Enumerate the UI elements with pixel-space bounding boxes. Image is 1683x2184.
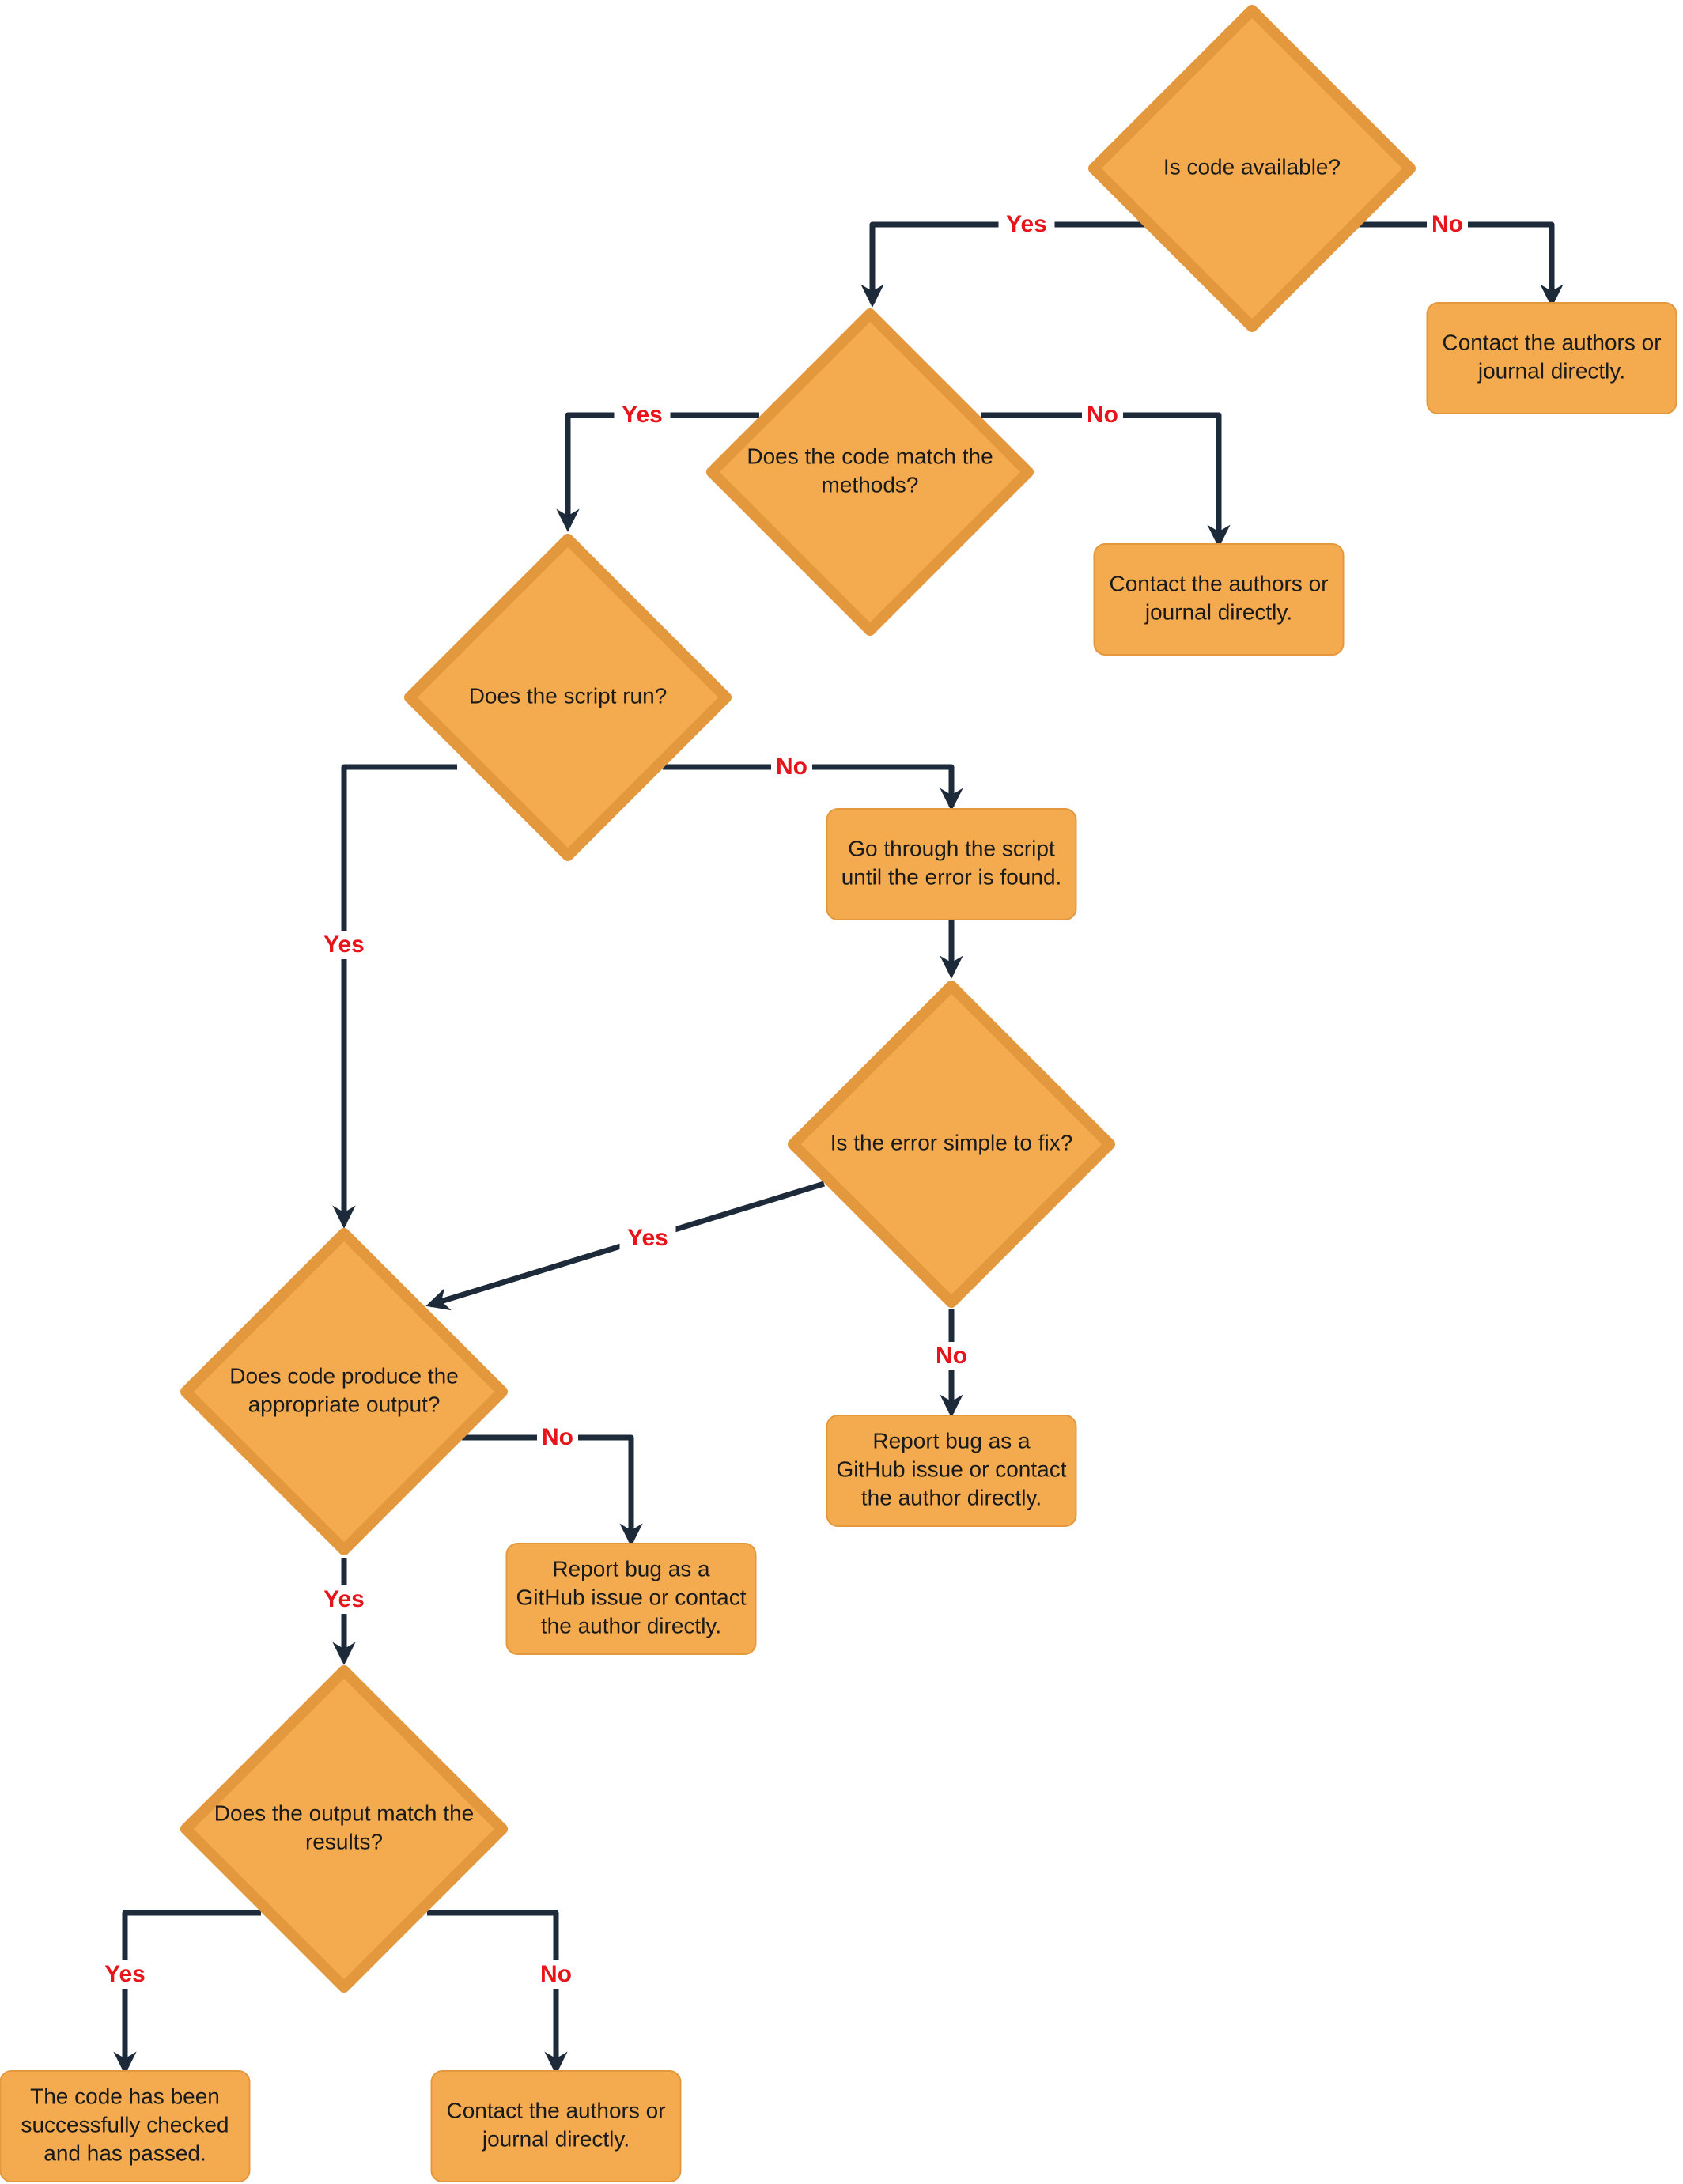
edge-label-no: No xyxy=(776,754,807,780)
node-text-line: journal directly. xyxy=(1144,599,1292,624)
decision-diamond xyxy=(180,1665,508,1993)
node-text-line: Contact the authors or xyxy=(1442,330,1661,354)
decision-diamond xyxy=(788,981,1115,1308)
process-box xyxy=(0,2070,251,2182)
node-text-line: Go through the script xyxy=(848,836,1055,860)
process-box xyxy=(1093,543,1345,656)
node-text-line: until the error is found. xyxy=(842,864,1062,889)
edge-label-background xyxy=(771,753,812,781)
decision-node-code-available: Is code available? xyxy=(1088,5,1416,332)
decision-node-error-simple: Is the error simple to fix? xyxy=(788,981,1115,1308)
node-text-line: journal directly. xyxy=(1477,358,1625,383)
nodes: Is code available? Contact the authors or… xyxy=(0,5,1677,2182)
process-node-report-1: Report bug as a GitHub issue or contact th… xyxy=(826,1415,1077,1527)
edge-label-yes: Yes xyxy=(323,931,365,958)
edge-label-background xyxy=(1082,401,1123,429)
arrow-script-run-to-go-through xyxy=(663,764,963,811)
arrow-code-available-to-contact-1 xyxy=(1341,221,1564,308)
arrow-output-match-to-contact-3 xyxy=(427,1910,568,2075)
arrow-code-available-to-code-match xyxy=(860,221,1167,308)
edge-label-background xyxy=(1427,210,1468,239)
arrow-output-appropriate-to-report-2 xyxy=(462,1434,643,1547)
node-text-line: methods? xyxy=(822,472,919,497)
node-text-line: Contact the authors or xyxy=(1109,571,1328,595)
process-node-passed: The code has been successfully checked and… xyxy=(0,2070,251,2182)
edge-label-no: No xyxy=(542,1424,573,1450)
edge-label-yes: Yes xyxy=(323,1586,365,1612)
arrow-script-run-to-output-appropriate xyxy=(332,764,457,1229)
edge-label-yes: Yes xyxy=(104,1961,146,1987)
node-text-line: Does the script run? xyxy=(469,683,668,708)
edge-label-background xyxy=(537,1423,578,1452)
process-box xyxy=(1426,302,1677,414)
edge-label-background xyxy=(316,1585,373,1614)
edge-label-yes: Yes xyxy=(622,402,663,428)
process-box xyxy=(430,2070,682,2182)
node-text-line: The code has been xyxy=(30,2084,220,2108)
edges xyxy=(113,221,1564,2075)
node-text-line: Report bug as a xyxy=(872,1428,1031,1453)
edge-label-background xyxy=(96,1960,153,1989)
process-box xyxy=(826,1415,1077,1527)
node-text-line: Is the error simple to fix? xyxy=(830,1130,1073,1154)
process-node-go-through: Go through the script until the error is … xyxy=(826,808,1077,920)
edge-label-background xyxy=(931,1342,972,1370)
node-text-line: results? xyxy=(305,1829,383,1853)
edge-label-background xyxy=(535,1960,577,1989)
edge-label-no: No xyxy=(1431,211,1463,237)
edge-label-background xyxy=(316,931,373,959)
node-text-line: appropriate output? xyxy=(248,1392,441,1416)
node-text-line: GitHub issue or contact xyxy=(836,1457,1066,1481)
decision-node-code-match: Does the code match the methods? xyxy=(706,308,1034,636)
decision-diamond xyxy=(404,534,732,861)
node-text-line: Does the output match the xyxy=(214,1800,474,1825)
node-text-line: Is code available? xyxy=(1163,154,1341,179)
node-text-line: Does code produce the xyxy=(229,1363,459,1388)
arrow-code-match-to-script-run xyxy=(556,412,759,532)
process-node-contact-1: Contact the authors or journal directly. xyxy=(1426,302,1677,414)
edge-label-no: No xyxy=(540,1961,572,1987)
node-text-line: the author directly. xyxy=(861,1485,1042,1510)
node-text-line: successfully checked xyxy=(21,2112,229,2137)
node-text-line: journal directly. xyxy=(482,2126,630,2151)
node-text-line: the author directly. xyxy=(541,1613,721,1638)
process-box xyxy=(505,1543,757,1655)
node-text-line: GitHub issue or contact xyxy=(516,1585,746,1609)
decision-node-output-match: Does the output match the results? xyxy=(180,1665,508,1993)
process-node-contact-3: Contact the authors or journal directly. xyxy=(430,2070,682,2182)
node-text-line: Does the code match the xyxy=(747,444,993,468)
edge-label-yes: Yes xyxy=(1006,211,1047,237)
node-text-line: Report bug as a xyxy=(552,1556,710,1581)
decision-diamond xyxy=(180,1228,508,1555)
process-node-contact-2: Contact the authors or journal directly. xyxy=(1093,543,1345,656)
node-text-line: and has passed. xyxy=(43,2141,206,2165)
decision-diamond xyxy=(1088,5,1416,332)
process-node-report-2: Report bug as a GitHub issue or contact th… xyxy=(505,1543,757,1655)
edge-label-no: No xyxy=(936,1343,967,1369)
process-box xyxy=(826,808,1077,920)
node-text-line: Contact the authors or xyxy=(446,2098,665,2122)
edge-label-background xyxy=(619,1224,676,1253)
edge-label-background xyxy=(998,210,1055,239)
arrow-code-match-to-contact-2 xyxy=(981,412,1231,548)
edge-label-background xyxy=(614,401,671,429)
arrow-output-match-to-passed xyxy=(113,1910,261,2075)
decision-node-script-run: Does the script run? xyxy=(404,534,732,861)
edge-label-no: No xyxy=(1087,402,1118,428)
edge-label-yes: Yes xyxy=(627,1225,668,1251)
decision-diamond xyxy=(706,308,1034,636)
decision-node-output-appropriate: Does code produce the appropriate output? xyxy=(180,1228,508,1555)
